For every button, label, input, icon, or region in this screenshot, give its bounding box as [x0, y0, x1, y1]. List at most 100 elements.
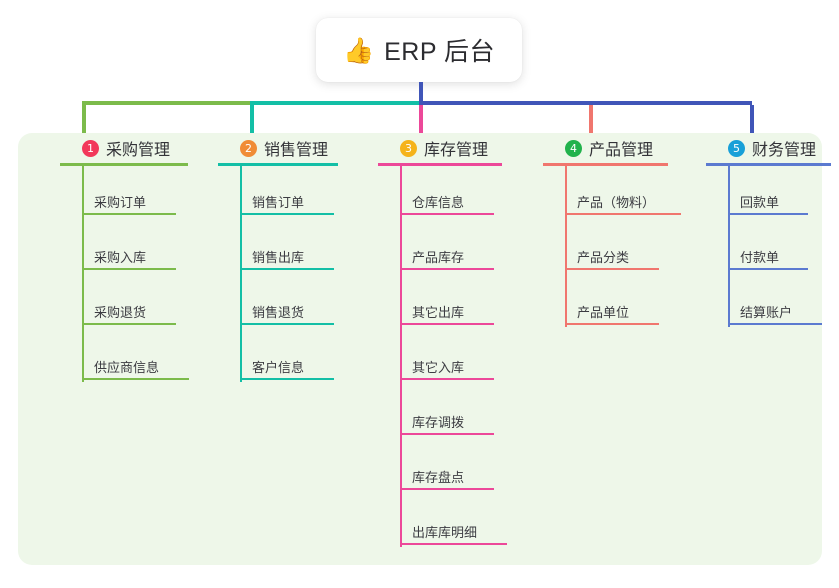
menu-item[interactable]: 库存调拨 — [378, 386, 502, 441]
menu-item[interactable]: 结算账户 — [706, 276, 831, 331]
menu-item[interactable]: 供应商信息 — [60, 331, 189, 386]
module-number-badge: 3 — [400, 139, 417, 157]
menu-item-rule — [240, 268, 334, 270]
menu-item-rule — [400, 268, 494, 270]
menu-item[interactable]: 采购入库 — [60, 221, 188, 276]
thumbs-up-emoji: 👍 — [342, 35, 375, 65]
module-header-rule — [60, 163, 188, 166]
menu-item[interactable]: 采购退货 — [60, 276, 188, 331]
menu-item[interactable]: 采购订单 — [60, 166, 188, 221]
module-spine-line — [400, 166, 402, 547]
menu-item-label: 仓库信息 — [412, 195, 465, 210]
menu-item[interactable]: 付款单 — [706, 221, 831, 276]
menu-item-label: 产品单位 — [577, 305, 630, 320]
menu-item-label: 销售订单 — [252, 195, 305, 210]
module-title: 库存管理 — [424, 142, 489, 159]
menu-item-rule — [400, 433, 494, 435]
menu-item[interactable]: 产品（物料） — [543, 166, 681, 221]
menu-item[interactable]: 销售退货 — [218, 276, 338, 331]
menu-item-rule — [240, 213, 334, 215]
menu-item[interactable]: 产品库存 — [378, 221, 502, 276]
menu-item-label: 客户信息 — [252, 360, 305, 375]
menu-item-label: 销售出库 — [252, 250, 305, 265]
menu-item-label: 出库库明细 — [412, 525, 478, 540]
menu-item-rule — [400, 543, 507, 545]
module-title: 产品管理 — [589, 142, 654, 159]
menu-item-label: 其它出库 — [412, 305, 465, 320]
menu-item-rule — [240, 323, 334, 325]
menu-item-rule — [400, 323, 494, 325]
module-header-3[interactable]: 3 库存管理 — [378, 133, 502, 163]
module-title: 采购管理 — [106, 142, 171, 159]
module-header-rule — [543, 163, 668, 166]
menu-item-rule — [400, 488, 494, 490]
menu-item-label: 付款单 — [740, 250, 780, 265]
branch-drop-line-4 — [589, 105, 593, 135]
menu-item-label: 供应商信息 — [94, 360, 160, 375]
module-header-5[interactable]: 5 财务管理 — [706, 133, 831, 163]
menu-item[interactable]: 其它入库 — [378, 331, 502, 386]
menu-item-rule — [82, 323, 176, 325]
module-column-2: 2 销售管理销售订单销售出库销售退货客户信息 — [218, 133, 338, 386]
module-number-badge: 1 — [82, 139, 99, 157]
module-column-4: 4 产品管理产品（物料） 产品分类产品单位 — [543, 133, 681, 331]
menu-item[interactable]: 销售出库 — [218, 221, 338, 276]
module-header-rule — [378, 163, 502, 166]
module-column-1: 1 采购管理采购订单采购入库采购退货供应商信息 — [60, 133, 189, 386]
menu-item-rule — [82, 268, 176, 270]
menu-item[interactable]: 仓库信息 — [378, 166, 502, 221]
branch-drop-line-2 — [250, 105, 254, 135]
root-title: ERP 后台 — [384, 38, 496, 66]
menu-item-label: 产品（物料） — [577, 195, 656, 210]
menu-item[interactable]: 回款单 — [706, 166, 831, 221]
menu-item-rule — [82, 378, 189, 380]
module-spine-line — [565, 166, 567, 327]
menu-item-rule — [400, 378, 494, 380]
module-column-5: 5 财务管理回款单付款单结算账户 — [706, 133, 831, 331]
branch-drop-line-3 — [419, 105, 423, 135]
menu-item[interactable]: 产品单位 — [543, 276, 668, 331]
bus-line-green — [82, 101, 250, 105]
module-header-1[interactable]: 1 采购管理 — [60, 133, 188, 163]
bus-line-teal — [250, 101, 419, 105]
menu-item-label: 回款单 — [740, 195, 780, 210]
module-number-badge: 2 — [240, 139, 257, 157]
root-node-card[interactable]: 👍 ERP 后台 — [316, 18, 522, 82]
menu-item[interactable]: 其它出库 — [378, 276, 502, 331]
menu-item-label: 产品库存 — [412, 250, 465, 265]
branch-drop-line-1 — [82, 105, 86, 135]
module-number-badge: 5 — [728, 139, 745, 157]
module-spine-line — [82, 166, 84, 382]
module-header-2[interactable]: 2 销售管理 — [218, 133, 338, 163]
module-column-3: 3 库存管理仓库信息产品库存其它出库其它入库库存调拨库存盘点出库库明细 — [378, 133, 507, 551]
module-header-rule — [218, 163, 338, 166]
module-title: 销售管理 — [264, 142, 329, 159]
menu-item-label: 采购退货 — [94, 305, 147, 320]
module-spine-line — [240, 166, 242, 382]
menu-item[interactable]: 出库库明细 — [378, 496, 507, 551]
menu-item-label: 采购订单 — [94, 195, 147, 210]
menu-item[interactable]: 销售订单 — [218, 166, 338, 221]
module-title: 财务管理 — [752, 142, 817, 159]
module-spine-line — [728, 166, 730, 327]
root-stem-line — [419, 82, 423, 101]
menu-item-rule — [400, 213, 494, 215]
menu-item-label: 销售退货 — [252, 305, 305, 320]
menu-item-rule — [565, 213, 681, 215]
menu-item-label: 其它入库 — [412, 360, 465, 375]
menu-item-label: 库存盘点 — [412, 470, 465, 485]
module-header-4[interactable]: 4 产品管理 — [543, 133, 668, 163]
menu-item[interactable]: 客户信息 — [218, 331, 338, 386]
menu-item-rule — [565, 323, 659, 325]
menu-item-label: 产品分类 — [577, 250, 630, 265]
menu-item-rule — [565, 268, 659, 270]
menu-item-label: 采购入库 — [94, 250, 147, 265]
menu-item[interactable]: 库存盘点 — [378, 441, 502, 496]
module-number-badge: 4 — [565, 139, 582, 157]
menu-item-rule — [728, 268, 808, 270]
menu-item[interactable]: 产品分类 — [543, 221, 668, 276]
menu-item-rule — [728, 213, 808, 215]
menu-item-rule — [82, 213, 176, 215]
menu-item-rule — [240, 378, 334, 380]
